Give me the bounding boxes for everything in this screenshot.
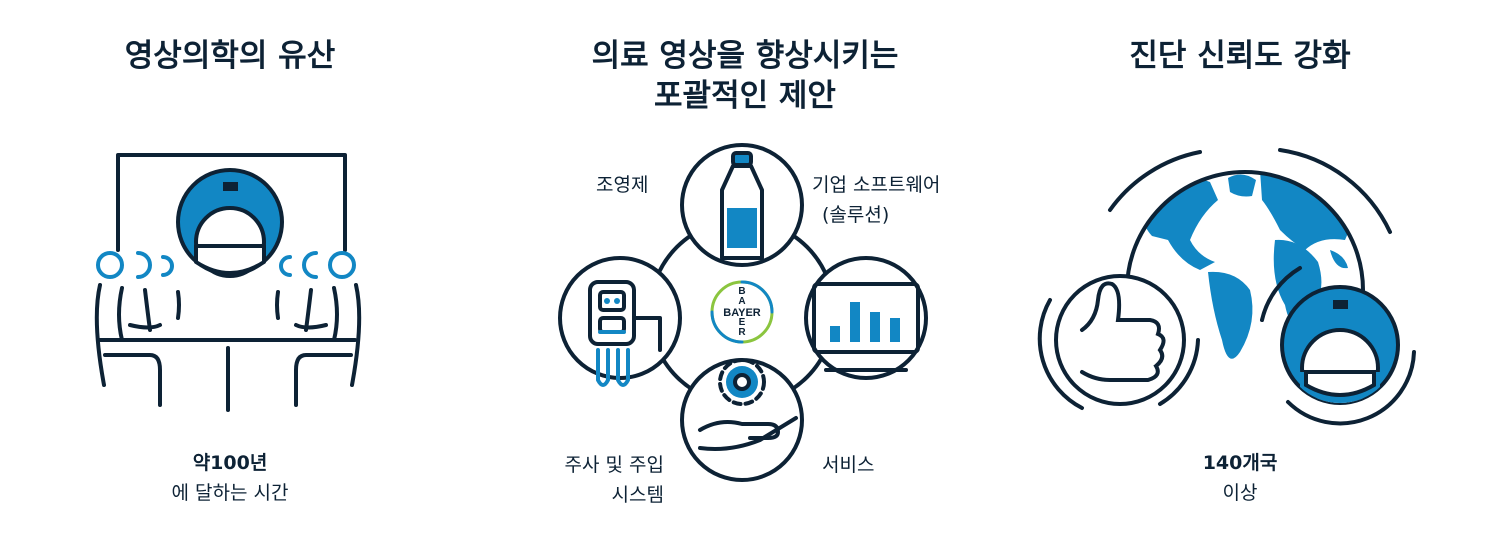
- caption-countries: 140개국: [1202, 452, 1278, 474]
- bayer-logo: [710, 280, 774, 344]
- caption-confidence-line2: 이상: [1222, 482, 1258, 504]
- svg-text:B: B: [738, 286, 745, 297]
- label-enterprise-software-line1: 기업 소프트웨어: [812, 174, 941, 196]
- label-contrast-media: 조영제: [596, 174, 649, 196]
- bayer-offering-cycle-icon: BAYER B A E R: [558, 143, 928, 482]
- monitor-chart-icon: [812, 282, 920, 372]
- svg-text:A: A: [738, 296, 745, 307]
- bayer-logo-horizontal: BAYER: [723, 307, 761, 319]
- svg-text:R: R: [738, 327, 746, 338]
- section-title-confidence: 진단 신뢰도 강화: [1129, 38, 1351, 74]
- section-title-offering-line2: 포괄적인 제안: [654, 78, 836, 114]
- thumbs-up-icon: [1080, 281, 1166, 382]
- global-confidence-icon: [1037, 148, 1416, 426]
- section-title-legacy: 영상의학의 유산: [124, 38, 336, 74]
- caption-legacy-years: 약100년: [192, 452, 268, 474]
- svg-text:E: E: [739, 317, 746, 328]
- injector-icon: [588, 280, 662, 387]
- caption-confidence-strong: 140개국: [1140, 448, 1340, 478]
- label-service: 서비스: [822, 454, 875, 476]
- label-enterprise-software-line2: (솔루션): [822, 204, 890, 226]
- radiology-reading-room-icon: [94, 153, 362, 412]
- bottle-icon: [720, 151, 764, 260]
- label-injection-systems-line1: 주사 및 주입: [564, 454, 664, 476]
- bayer-logo-vertical: B A E R: [738, 286, 746, 338]
- label-injection-systems-line2: 시스템: [611, 484, 664, 506]
- service-gear-hand-icon: [698, 358, 798, 451]
- section-title-offering-line1: 의료 영상을 향상시키는: [591, 38, 899, 74]
- caption-legacy-strong: 약100년: [130, 448, 330, 478]
- caption-legacy-line2: 에 달하는 시간: [171, 482, 289, 504]
